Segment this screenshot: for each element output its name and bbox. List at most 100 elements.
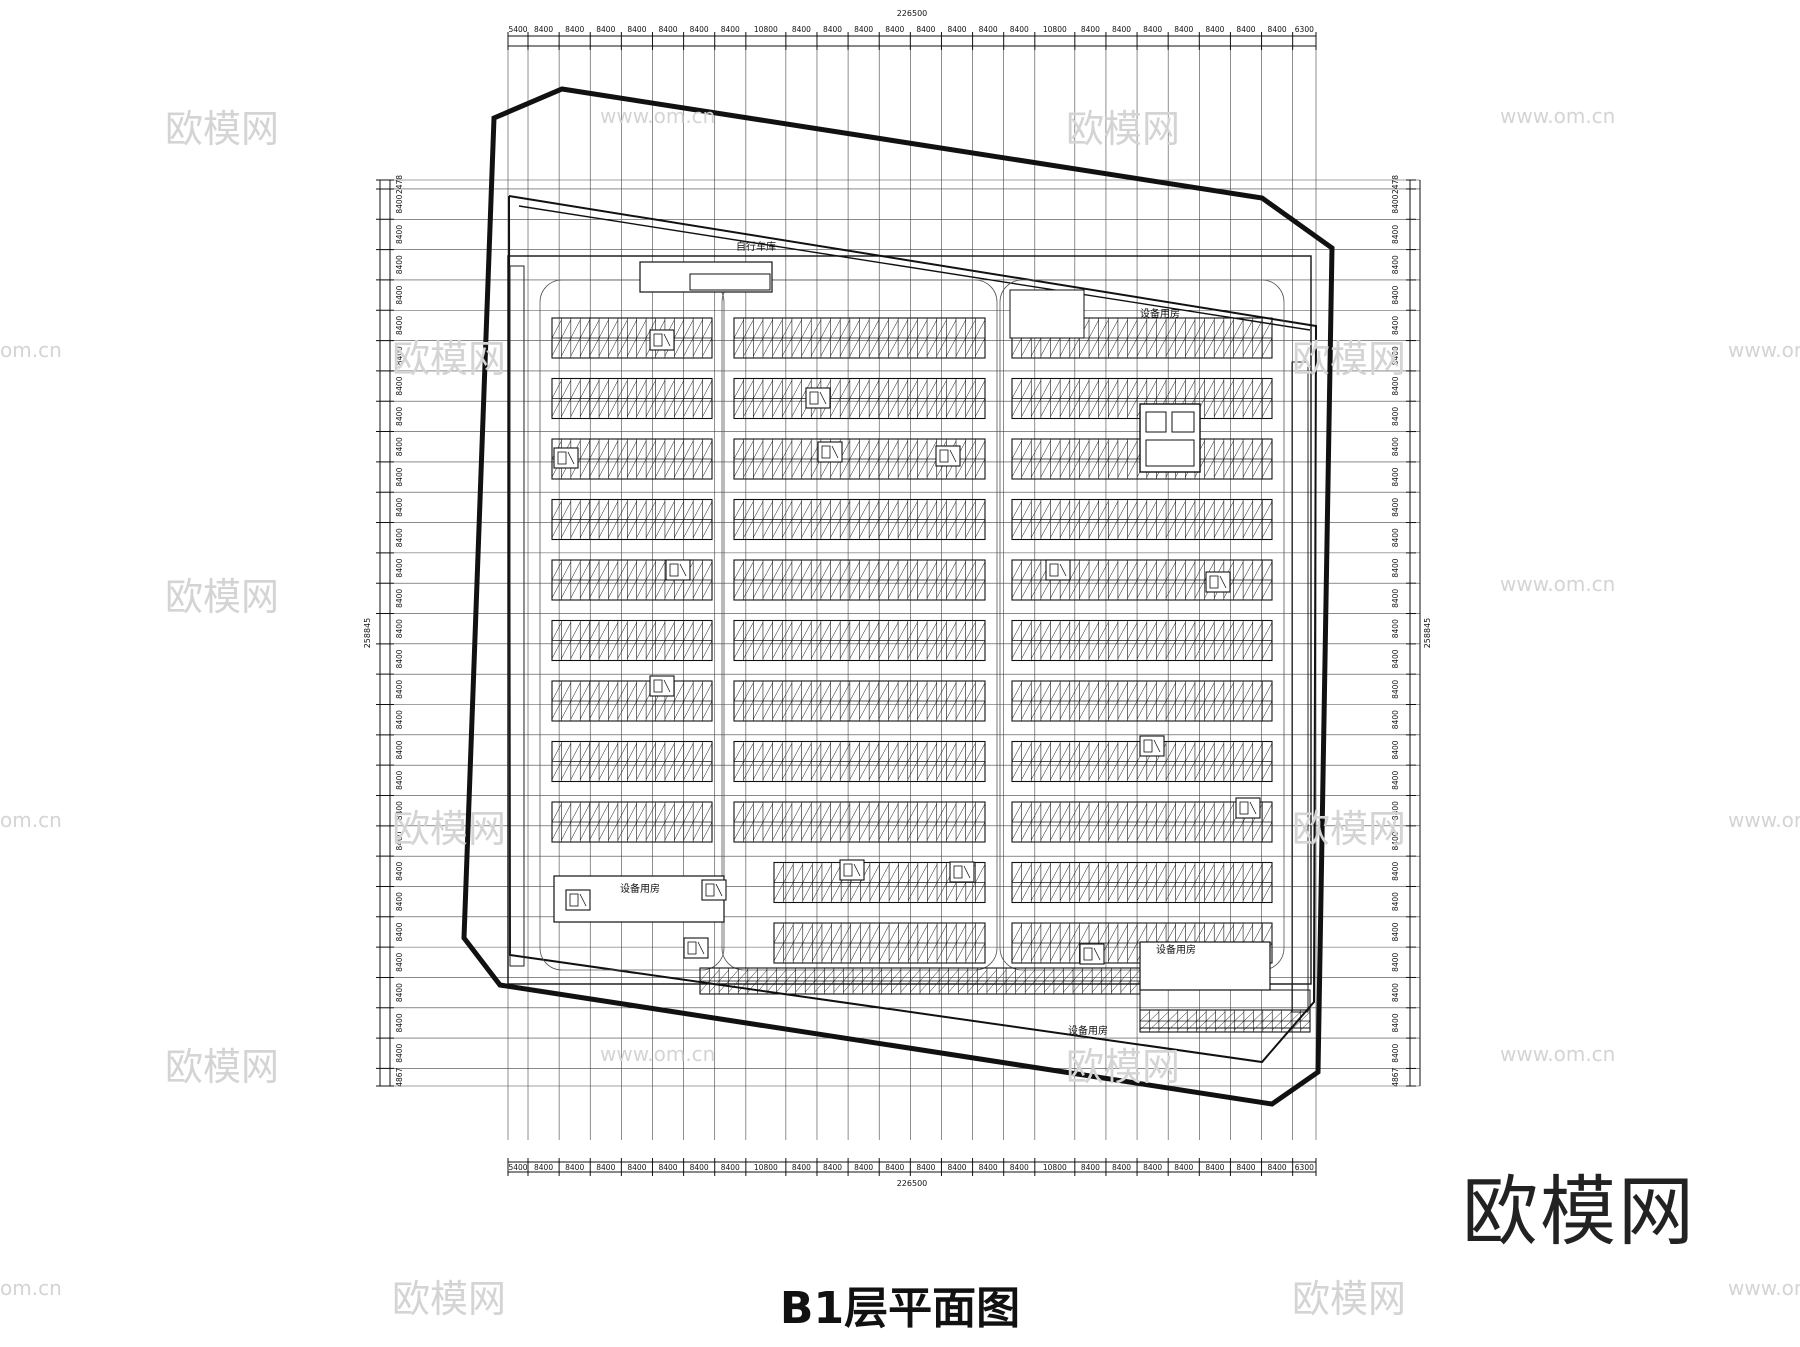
- stair-core-lift: [1143, 739, 1153, 753]
- parking-stall-hatch: [645, 700, 656, 720]
- parking-stall-hatch: [1011, 882, 1022, 901]
- parking-stall-hatch: [1040, 682, 1051, 702]
- parking-stall-hatch: [975, 803, 986, 823]
- parking-stall-hatch: [1079, 803, 1090, 823]
- parking-stall-hatch: [1146, 319, 1157, 339]
- dimension-value: 4867: [395, 1067, 404, 1086]
- stair-core-lift: [1049, 563, 1059, 577]
- parking-stall-hatch: [627, 579, 637, 599]
- parking-stall-hatch: [1136, 501, 1148, 520]
- parking-stall-hatch: [975, 640, 986, 659]
- parking-stall-hatch: [936, 579, 947, 599]
- parking-stall-hatch: [910, 969, 921, 982]
- parking-stall-hatch: [1262, 398, 1273, 417]
- parking-stall-hatch: [907, 440, 918, 460]
- parking-stall-hatch: [645, 561, 656, 581]
- parking-stall-hatch: [683, 319, 694, 339]
- watermark: 欧模网: [165, 107, 280, 151]
- parking-stall-hatch: [1127, 682, 1138, 702]
- dimension-value: 8400: [395, 498, 404, 517]
- dimension-value: 8400: [1391, 255, 1400, 274]
- parking-stall-hatch: [617, 821, 628, 841]
- parking-stall-hatch: [888, 821, 899, 841]
- dimension-value: 8400: [1391, 407, 1400, 426]
- parking-stall-hatch: [926, 337, 937, 357]
- parking-stall-hatch: [702, 519, 713, 538]
- parking-stall-hatch: [801, 561, 812, 581]
- dimension-value: 8400: [395, 194, 404, 213]
- parking-stall-hatch: [897, 803, 908, 823]
- dimension-value: 2478: [395, 175, 404, 194]
- stair-core-flight: [1153, 739, 1161, 753]
- parking-stall-hatch: [733, 761, 744, 780]
- parking-stall-hatch: [1196, 1011, 1207, 1022]
- dimension-total-width: 226500: [897, 9, 928, 18]
- parking-stall-hatch: [636, 337, 647, 357]
- parking-stall-hatch: [975, 337, 986, 357]
- parking-stall-hatch: [1242, 579, 1253, 599]
- parking-stall-hatch: [1011, 519, 1022, 538]
- parking-stall-hatch: [791, 561, 802, 581]
- parking-stall-hatch: [801, 743, 812, 762]
- parking-stall-hatch: [776, 969, 787, 982]
- parking-stall-hatch: [839, 501, 851, 520]
- parking-stall-hatch: [878, 803, 889, 823]
- parking-stall-hatch: [762, 561, 773, 581]
- parking-stall-hatch: [1146, 380, 1157, 399]
- stair-core-flight: [831, 445, 839, 459]
- stair-core: [649, 675, 675, 697]
- parking-stall-hatch: [878, 380, 889, 399]
- parking-stall-hatch: [1127, 864, 1138, 883]
- parking-stall-hatch: [1252, 864, 1263, 883]
- parking-stall-hatch: [1059, 440, 1070, 460]
- parking-stall-hatch: [1224, 1020, 1235, 1031]
- parking-stall-hatch: [1194, 519, 1205, 538]
- dimension-value: 8400: [721, 25, 740, 34]
- parking-stall-hatch: [570, 682, 581, 702]
- parking-stall-hatch: [1175, 700, 1186, 720]
- parking-stall-hatch: [1088, 743, 1099, 762]
- parking-stall-hatch: [551, 561, 562, 581]
- perimeter-ramp-west: [509, 265, 525, 967]
- parking-stall-hatch: [580, 622, 590, 641]
- parking-stall-hatch: [868, 440, 880, 460]
- dimension-value: 8400: [1391, 437, 1400, 456]
- parking-stall-hatch: [1031, 337, 1042, 357]
- parking-stall-hatch: [849, 682, 860, 702]
- parking-stall-hatch: [772, 519, 783, 538]
- parking-stall-hatch: [1243, 1011, 1254, 1022]
- parking-stall-hatch: [1108, 882, 1119, 901]
- parking-stall-hatch: [946, 924, 957, 944]
- parking-stall-hatch: [830, 682, 841, 702]
- parking-stall-hatch: [1011, 743, 1022, 762]
- parking-stall-hatch: [636, 700, 647, 720]
- dimension-value: 8400: [395, 316, 404, 335]
- dimension-value: 8400: [534, 1163, 553, 1172]
- parking-stall-hatch: [753, 337, 764, 357]
- parking-stall-hatch: [878, 622, 889, 641]
- dimension-value: 8400: [1391, 771, 1400, 790]
- parking-stall-hatch: [608, 561, 619, 581]
- parking-stall-hatch: [814, 980, 825, 993]
- parking-stall-hatch: [1127, 700, 1138, 720]
- parking-stall-hatch: [849, 458, 860, 478]
- parking-stall-hatch: [830, 700, 841, 720]
- parking-stall-hatch: [975, 380, 986, 399]
- parking-stall-hatch: [580, 821, 590, 841]
- parking-stall-hatch: [1242, 622, 1253, 641]
- parking-stall-hatch: [1156, 682, 1167, 702]
- parking-stall-hatch: [762, 803, 773, 823]
- parking-stall-hatch: [738, 980, 749, 993]
- parking-stall-hatch: [1069, 622, 1080, 641]
- parking-stall-hatch: [1088, 398, 1099, 417]
- parking-stall-hatch: [879, 882, 890, 901]
- parking-stall-hatch: [1031, 743, 1042, 762]
- parking-stall-hatch: [608, 821, 619, 841]
- stair-core-lift: [953, 865, 963, 879]
- parking-stall-hatch: [1165, 924, 1176, 944]
- parking-stall-hatch: [927, 924, 938, 944]
- parking-stall-hatch: [1223, 458, 1234, 478]
- parking-stall-hatch: [692, 561, 703, 581]
- parking-stall-hatch: [589, 398, 600, 417]
